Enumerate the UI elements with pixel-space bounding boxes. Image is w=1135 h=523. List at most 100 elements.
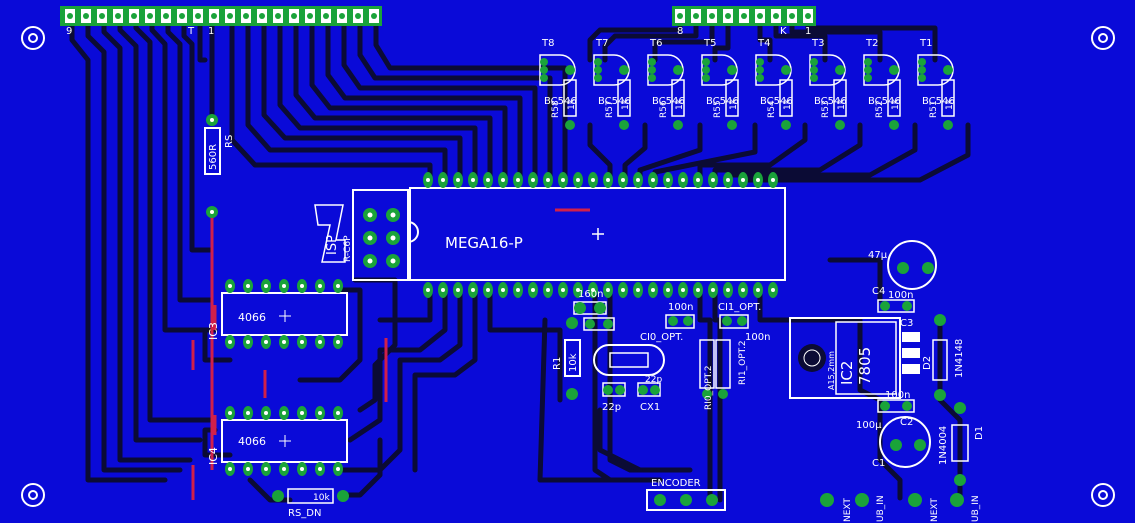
connector-next-2: NEXT xyxy=(930,498,940,522)
isp-connector: ISP R-C6P xyxy=(314,189,419,281)
cap-c4-name: C4 xyxy=(872,286,885,297)
resistor-r1-value: 10k xyxy=(568,353,579,372)
copper-tracks xyxy=(69,15,971,503)
resistor-rs-dn-name: RS_DN xyxy=(288,508,321,519)
base-resistor-value: 1k xyxy=(729,98,739,110)
cap-ci1-name: CI1_OPT. xyxy=(718,302,761,313)
transistor-name: T3 xyxy=(811,38,824,49)
ri0-name: RI0_OPT.2 xyxy=(704,365,714,410)
crystal-cap1-value: 22p xyxy=(602,402,621,413)
cap-c3-value: 100n xyxy=(888,290,913,301)
regulator-name: IC2 xyxy=(838,361,856,385)
base-resistor-name: R54 xyxy=(767,100,777,118)
resistor-r1-name: R1 xyxy=(552,357,563,370)
cap-c2-name: C2 xyxy=(900,417,913,428)
transistor-body xyxy=(701,54,738,86)
base-resistor-name: R55 xyxy=(713,100,723,118)
base-resistor-body xyxy=(941,79,955,117)
base-resistor-body xyxy=(563,79,577,117)
header-left-label-1: 1 xyxy=(208,26,214,37)
transistor-body xyxy=(593,54,630,86)
base-resistor-value: 1k xyxy=(945,98,955,110)
cap-c1-name: C1 xyxy=(872,458,885,469)
diode-d1-value: 1N4004 xyxy=(938,426,949,465)
resistor-rs-dn-value: 10k xyxy=(313,493,330,503)
transistor-value: BC546 xyxy=(814,96,847,107)
header-right-label-8: 8 xyxy=(677,26,683,37)
regulator-heatsink: A15,2mm xyxy=(827,351,836,390)
ic4: 4066 IC4 xyxy=(207,406,348,476)
base-resistor-value: 1k xyxy=(675,98,685,110)
transistor-body xyxy=(647,54,684,86)
base-resistor-body xyxy=(617,79,631,117)
base-resistor-name: R52 xyxy=(875,100,885,118)
transistor-name: T4 xyxy=(757,38,770,49)
isp-value: R-C6P xyxy=(343,235,353,262)
resistor-rs: 560R RS xyxy=(204,114,235,218)
transistor-body xyxy=(863,54,900,86)
cap-160n: 160n xyxy=(573,289,615,331)
cap-c2-value: 100n xyxy=(885,390,910,401)
cap-c3-name: C3 xyxy=(900,318,913,329)
crystal-cap2-value: 22p xyxy=(645,375,662,385)
voltage-regulator: IC2 7805 A15,2mm xyxy=(789,317,920,399)
diode-d2-name: D2 xyxy=(922,356,933,370)
diode-d1: 1N4004 D1 xyxy=(938,402,985,486)
cap-160n-value: 160n xyxy=(578,289,603,300)
cap-ci1: CI1_OPT. 100n xyxy=(718,302,770,343)
jumper-wires xyxy=(191,208,590,500)
base-resistor-body xyxy=(833,79,847,117)
mcu: MEGA16-P xyxy=(409,172,786,298)
connector-ubin-1: UB_IN xyxy=(876,495,886,522)
transistor-body xyxy=(539,54,576,86)
transistor-value: BC546 xyxy=(652,96,685,107)
transistor-name: T6 xyxy=(649,38,662,49)
transistor-value: BC546 xyxy=(922,96,955,107)
base-resistor-body xyxy=(887,79,901,117)
transistor-name: T2 xyxy=(865,38,878,49)
header-right-label-1: 1 xyxy=(805,26,811,37)
ri1-name: RI1_OPT.2 xyxy=(738,340,748,385)
encoder-connector: ENCODER xyxy=(646,478,726,511)
diode-d1-name: D1 xyxy=(974,426,985,440)
mounting-holes xyxy=(21,26,1115,507)
mcu-name: MEGA16-P xyxy=(445,234,523,252)
base-resistor-value: 1k xyxy=(621,98,631,110)
diode-d2: 1N4148 D2 xyxy=(922,314,965,401)
base-resistor-value: 1k xyxy=(783,98,793,110)
ic4-value: 4066 xyxy=(238,435,266,448)
bottom-connectors: NEXT UB_IN NEXT UB_IN xyxy=(820,493,981,522)
transistor-value: BC546 xyxy=(706,96,739,107)
base-resistor-body xyxy=(671,79,685,117)
transistor-body xyxy=(755,54,792,86)
crystal: 22p CX1 22p xyxy=(593,344,665,413)
header-left-body xyxy=(60,6,382,26)
isp-name: ISP xyxy=(325,235,340,255)
base-resistor-name: R56 xyxy=(659,100,669,118)
base-resistor-body xyxy=(779,79,793,117)
transistor-name: T1 xyxy=(919,38,932,49)
transistor-name: T5 xyxy=(703,38,716,49)
base-resistor-value: 1k xyxy=(837,98,847,110)
transistor-body xyxy=(917,54,954,86)
transistor-value: BC546 xyxy=(760,96,793,107)
ic3-name: IC3 xyxy=(207,322,220,340)
header-right: 8 K 1 xyxy=(672,6,816,37)
regulator-value: 7805 xyxy=(856,347,874,385)
base-resistor-value: 1k xyxy=(567,98,577,110)
transistor-value: BC546 xyxy=(598,96,631,107)
ic3-value: 4066 xyxy=(238,311,266,324)
ic4-name: IC4 xyxy=(207,447,220,465)
header-left-label-9: 9 xyxy=(66,26,72,37)
resistor-rs-name: RS xyxy=(224,135,235,148)
crystal-cx-name: CX1 xyxy=(640,402,660,413)
cap-c4-value: 47µ xyxy=(868,250,888,261)
header-right-label-K: K xyxy=(780,26,787,37)
diode-d2-value: 1N4148 xyxy=(954,339,965,378)
ri-resistors: RI0_OPT.2 RI1_OPT.2 xyxy=(699,339,748,410)
header-left-label-T: T xyxy=(187,26,195,37)
transistor-value: BC546 xyxy=(868,96,901,107)
cap-ci0: 100n CI0_OPT. xyxy=(640,302,695,343)
base-resistor-value: 1k xyxy=(891,98,901,110)
